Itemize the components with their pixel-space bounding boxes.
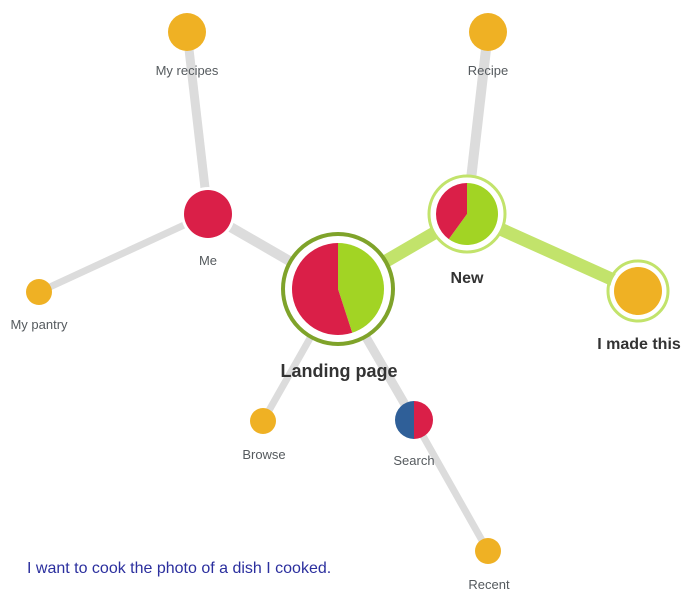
label-my-pantry: My pantry	[10, 317, 68, 332]
label-search: Search	[393, 453, 434, 468]
label-recent: Recent	[468, 577, 510, 592]
node-i-made-this[interactable]	[614, 267, 662, 315]
node-my-recipes[interactable]	[168, 13, 206, 51]
label-browse: Browse	[242, 447, 285, 462]
node-recent[interactable]	[475, 538, 501, 564]
node-landing-pie[interactable]	[291, 243, 384, 335]
node-my-pantry[interactable]	[26, 279, 52, 305]
node-recipe[interactable]	[469, 13, 507, 51]
label-my-recipes: My recipes	[156, 63, 219, 78]
node-made-ring	[606, 259, 670, 323]
label-me: Me	[199, 253, 217, 268]
label-recipe: Recipe	[468, 63, 508, 78]
label-new: New	[451, 270, 484, 287]
edge-me-pantry	[35, 210, 212, 296]
label-i-made-this: I made this	[597, 336, 681, 353]
edge-search-recent	[410, 416, 492, 555]
landing-slice-1	[291, 243, 353, 335]
caption: I want to cook the photo of a dish I coo…	[27, 560, 332, 577]
edge-me-recipes	[182, 27, 213, 219]
node-new-pie[interactable]	[436, 183, 498, 245]
search-slice-0	[414, 401, 433, 439]
node-browse[interactable]	[250, 408, 276, 434]
node-me[interactable]	[184, 190, 232, 238]
search-slice-1	[395, 401, 414, 439]
landing-slice-0	[338, 243, 384, 333]
new-slice-0	[448, 183, 498, 245]
node-search-pie[interactable]	[395, 401, 433, 439]
label-landing-page: Landing page	[281, 361, 398, 381]
new-slice-1	[436, 183, 467, 240]
